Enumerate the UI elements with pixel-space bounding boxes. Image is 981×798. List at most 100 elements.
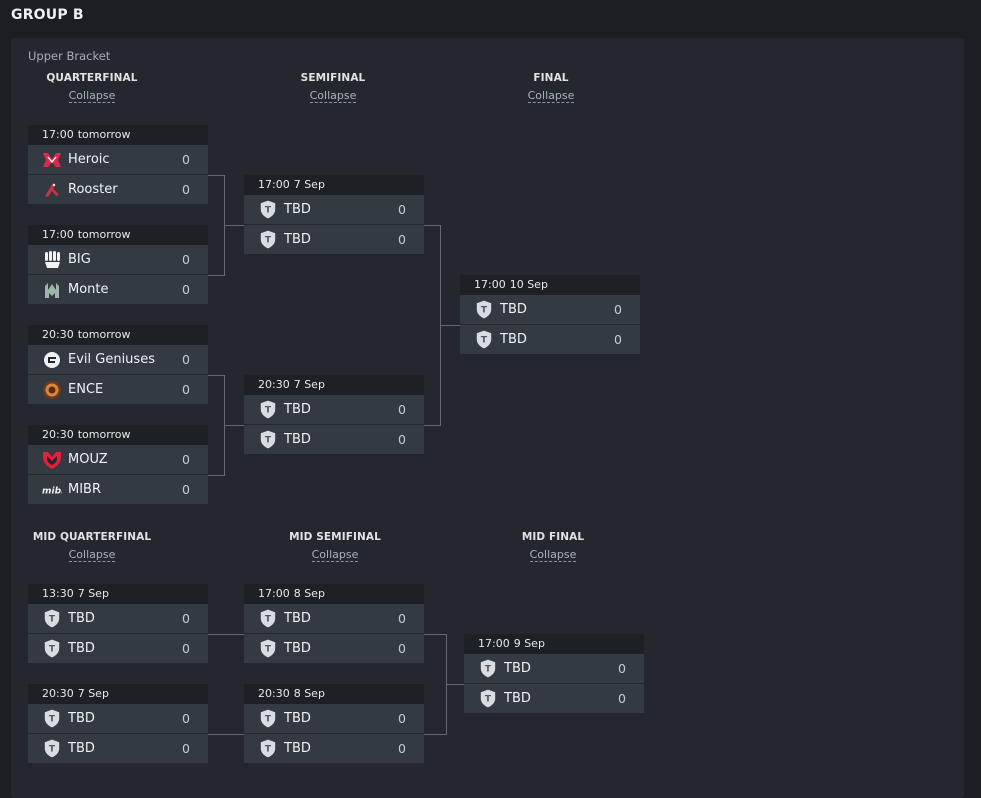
team-score: 0 — [182, 382, 190, 397]
team-name: TBD — [68, 711, 95, 726]
team-name: BIG — [68, 252, 91, 267]
team-row[interactable]: T TBD 0 — [244, 425, 424, 454]
collapse-link[interactable]: Collapse — [527, 89, 575, 103]
tbd-shield-icon: T — [258, 230, 278, 250]
match-day: tomorrow — [77, 228, 131, 241]
team-name: Evil Geniuses — [68, 352, 155, 367]
collapse-link[interactable]: Collapse — [309, 89, 357, 103]
tbd-shield-icon: T — [258, 609, 278, 629]
svg-text:T: T — [481, 336, 488, 346]
svg-text:mibr: mibr — [42, 486, 62, 496]
team-score: 0 — [398, 741, 406, 756]
column-title: SEMIFINAL — [300, 72, 366, 84]
team-score: 0 — [182, 352, 190, 367]
match-day: 8 Sep — [293, 587, 325, 600]
team-score: 0 — [398, 641, 406, 656]
tbd-shield-icon: T — [258, 639, 278, 659]
team-name: TBD — [284, 402, 311, 417]
match-day: 7 Sep — [293, 178, 325, 191]
team-row[interactable]: BIG 0 — [28, 245, 208, 274]
team-name: TBD — [68, 611, 95, 626]
tbd-shield-icon: T — [474, 300, 494, 320]
team-row[interactable]: mibrMIBR0 — [28, 475, 208, 504]
team-name: TBD — [500, 332, 527, 347]
team-name: TBD — [500, 302, 527, 317]
svg-text:T: T — [485, 695, 492, 705]
collapse-link[interactable]: Collapse — [68, 548, 116, 562]
team-score: 0 — [182, 252, 190, 267]
match-time: 13:30 — [42, 587, 74, 600]
ence-logo-icon — [42, 380, 62, 400]
column-header-quarterfinal: QUARTERFINAL Collapse — [17, 72, 167, 103]
tbd-shield-icon: T — [258, 430, 278, 450]
rooster-logo-icon — [42, 180, 62, 200]
tbd-shield-icon: T — [258, 709, 278, 729]
team-name: TBD — [284, 202, 311, 217]
tbd-shield-icon: T — [42, 609, 62, 629]
team-score: 0 — [182, 182, 190, 197]
collapse-link[interactable]: Collapse — [529, 548, 577, 562]
match-day: tomorrow — [77, 428, 131, 441]
match-time: 17:00 — [258, 178, 290, 191]
svg-text:T: T — [265, 406, 272, 416]
match-card[interactable]: 20:30tomorrowMOUZ0mibrMIBR0 — [28, 425, 208, 504]
column-title: MID FINAL — [521, 531, 585, 543]
team-score: 0 — [398, 432, 406, 447]
collapse-link[interactable]: Collapse — [68, 89, 116, 103]
team-score: 0 — [182, 641, 190, 656]
evil-geniuses-logo-icon — [42, 350, 62, 370]
team-name: TBD — [68, 741, 95, 756]
match-time: 20:30 — [42, 328, 74, 341]
upper-bracket-label: Upper Bracket — [28, 49, 111, 63]
collapse-link[interactable]: Collapse — [311, 548, 359, 562]
column-title: MID QUARTERFINAL — [32, 531, 152, 543]
team-row[interactable]: Evil Geniuses 0 — [28, 345, 208, 374]
team-name: TBD — [504, 691, 531, 706]
team-name: ENCE — [68, 382, 104, 397]
team-row[interactable]: ENCE 0 — [28, 375, 208, 404]
tbd-shield-icon: T — [258, 200, 278, 220]
match-time: 17:00 — [42, 128, 74, 141]
team-name: TBD — [284, 432, 311, 447]
svg-text:T: T — [265, 615, 272, 625]
team-name: TBD — [284, 611, 311, 626]
team-score: 0 — [182, 741, 190, 756]
connector-line — [224, 225, 244, 226]
